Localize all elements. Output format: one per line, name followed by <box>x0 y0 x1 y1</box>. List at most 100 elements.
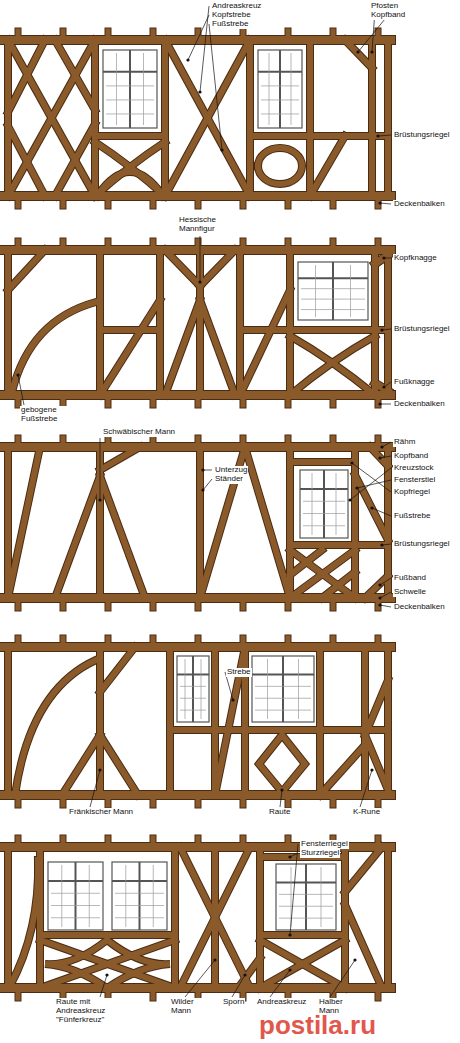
part-label: Schwelle <box>393 588 427 597</box>
timber-outline <box>384 40 392 196</box>
timber <box>8 447 40 598</box>
part-label: Kopfknagge <box>393 254 438 263</box>
timber <box>151 638 156 644</box>
timber-outline <box>150 798 157 805</box>
timber <box>8 40 95 196</box>
timber-outline <box>240 438 247 444</box>
timber-outline <box>105 241 112 247</box>
window-pane <box>115 917 164 918</box>
timber-outline <box>100 735 138 795</box>
timber-outline <box>95 142 165 196</box>
timber <box>165 300 200 395</box>
timber-outline <box>330 31 337 37</box>
timber <box>40 940 175 988</box>
window-transom <box>177 673 209 675</box>
leader-dot <box>382 256 385 259</box>
timber-outline <box>15 660 96 795</box>
window <box>177 656 209 722</box>
timber <box>62 735 100 795</box>
timber-outline <box>150 241 157 247</box>
timber-outline <box>330 438 337 444</box>
leader-dot <box>198 280 201 283</box>
leader-dot <box>105 973 108 976</box>
timber <box>165 40 250 196</box>
timber-outline <box>285 438 292 444</box>
timber <box>241 199 246 206</box>
timber-outline <box>150 638 157 644</box>
window-transom <box>48 880 103 882</box>
timber-outline <box>330 199 337 206</box>
timber-outline <box>285 798 292 805</box>
leader-dot <box>98 768 101 771</box>
timber-outline <box>260 940 345 988</box>
timber-outline <box>285 601 292 608</box>
timber <box>365 576 388 598</box>
timber-outline <box>105 838 112 844</box>
timber-outline <box>375 601 382 608</box>
window-pane <box>153 865 154 927</box>
timber <box>376 241 381 247</box>
timber <box>8 40 45 112</box>
timber <box>196 991 201 998</box>
timber <box>331 398 336 405</box>
timber-outline <box>15 241 22 247</box>
timber <box>286 438 291 444</box>
part-label: Rähm <box>393 438 416 447</box>
leader-line <box>280 790 282 807</box>
timber-outline <box>156 250 164 395</box>
leader-line <box>358 19 385 52</box>
leader-dot <box>288 968 291 971</box>
window-pane <box>51 905 100 906</box>
timber <box>241 601 246 608</box>
timber <box>100 300 160 395</box>
timber <box>286 991 291 998</box>
timber <box>95 142 165 196</box>
window-pane <box>185 659 186 719</box>
timber <box>106 991 111 998</box>
leader-line <box>380 456 391 458</box>
timber <box>238 958 260 988</box>
timber-outline <box>200 300 235 395</box>
timber <box>200 300 235 395</box>
timber <box>97 172 163 196</box>
timber <box>200 250 235 286</box>
timber <box>322 572 355 598</box>
timber <box>167 647 173 795</box>
leader-dot <box>350 461 353 464</box>
timber <box>151 838 156 844</box>
timber-outline <box>60 838 67 844</box>
timber-outline <box>290 458 355 466</box>
part-label: Andreaskreuz <box>256 998 307 1007</box>
leader-line <box>380 578 391 585</box>
window-pane <box>321 867 322 927</box>
timber <box>365 680 388 735</box>
timber <box>241 31 246 37</box>
timber <box>245 447 290 598</box>
timber-outline <box>60 798 67 805</box>
timber <box>286 601 291 608</box>
timber <box>180 847 250 988</box>
timber <box>16 241 21 247</box>
timber-outline <box>40 940 175 988</box>
window <box>300 470 348 538</box>
timber <box>260 932 345 938</box>
timber-outline <box>240 326 290 334</box>
timber-outline <box>91 40 99 196</box>
leader-line <box>352 463 391 492</box>
timber-outline <box>195 601 202 608</box>
timber <box>106 241 111 247</box>
timber-outline <box>375 31 382 37</box>
timber-outline <box>150 991 157 998</box>
timber <box>106 31 111 37</box>
timber <box>331 438 336 444</box>
timber <box>100 735 138 795</box>
window-pane <box>261 99 299 100</box>
timber-outline <box>15 199 22 206</box>
window-pane <box>115 905 164 906</box>
timber <box>250 133 310 139</box>
timber <box>100 447 140 470</box>
timber <box>106 638 111 644</box>
timber-outline <box>95 142 165 196</box>
timber <box>247 40 253 196</box>
